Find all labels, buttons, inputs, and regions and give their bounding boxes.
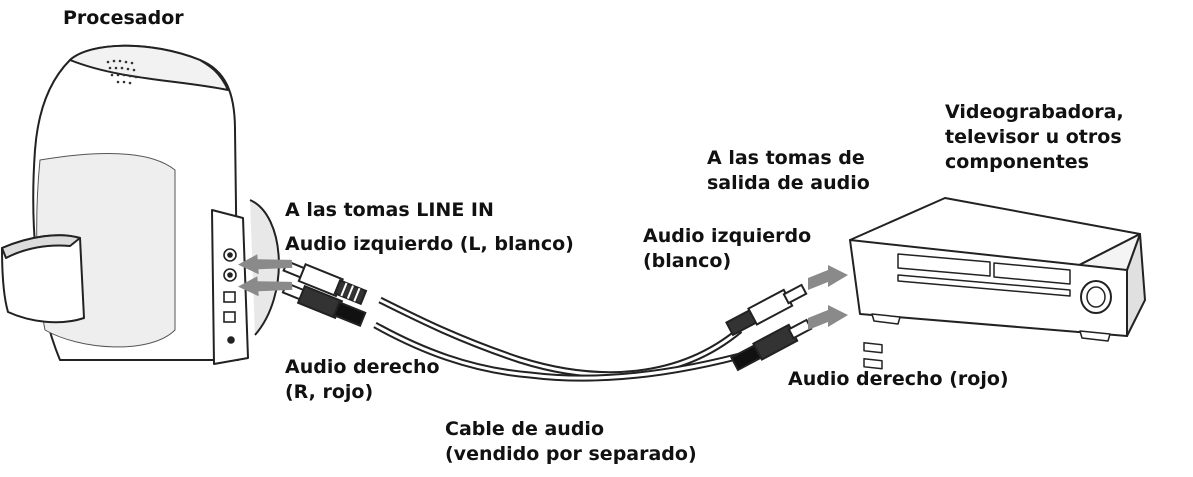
label-cable: Cable de audio (vendido por separado)	[445, 418, 697, 465]
label-component: Videograbadora, televisor u otros compon…	[945, 101, 1124, 173]
arrow-in-left	[237, 254, 293, 275]
right-plug-white	[725, 283, 808, 337]
arrow-out-right	[808, 305, 848, 330]
label-processor: Procesador	[63, 7, 184, 29]
component-device	[849, 197, 1146, 370]
processor-stand	[1, 234, 85, 324]
label-audio-left-in: Audio izquierdo (L, blanco)	[285, 233, 574, 255]
arrow-in-right	[237, 276, 293, 297]
label-audio-right-out: Audio derecho (rojo)	[788, 368, 1009, 390]
audio-cable	[373, 296, 756, 382]
speaker-grill	[106, 59, 138, 85]
processor-jacks	[223, 248, 237, 344]
left-plug-white	[282, 259, 368, 306]
label-audio-out: A las tomas de salida de audio	[707, 147, 870, 194]
arrows	[237, 254, 848, 330]
label-line-in: A las tomas LINE IN	[285, 199, 494, 221]
label-audio-left-out: Audio izquierdo (blanco)	[643, 225, 812, 272]
left-plug-red	[281, 281, 367, 328]
label-audio-right-in: Audio derecho (R, rojo)	[285, 356, 440, 403]
arrow-out-left	[808, 265, 848, 290]
